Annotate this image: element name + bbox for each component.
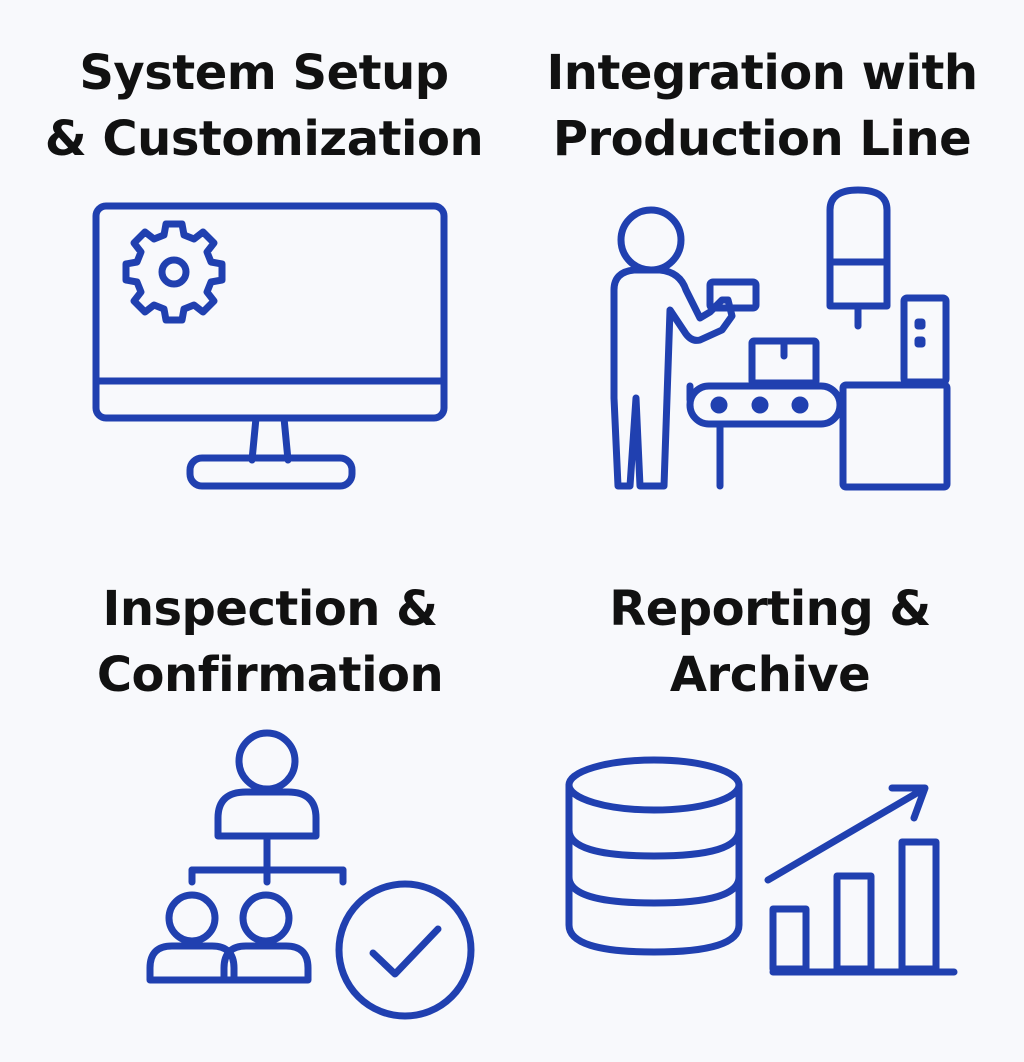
database-icon — [565, 756, 743, 956]
panel-title-line: Reporting & — [609, 581, 931, 637]
panel-title: System Setup & Customization — [8, 40, 520, 172]
panel-title-line: Archive — [669, 647, 871, 703]
worker-conveyor-icon — [610, 186, 951, 491]
control-cabinet-icon — [839, 381, 951, 491]
panel-title-line: Inspection & — [102, 581, 438, 637]
panel-title: Reporting & Archive — [514, 576, 1024, 708]
trend-arrow-icon — [764, 784, 929, 884]
panel-title-line: Integration with — [546, 45, 978, 101]
panel-title: Inspection & Confirmation — [14, 576, 526, 708]
database-chart-icon — [565, 756, 958, 976]
panel-title-line: & Customization — [44, 111, 484, 167]
bar-chart-icon — [769, 838, 958, 976]
panel-reporting: Reporting & Archive — [512, 531, 1024, 1062]
team-member-icon — [239, 891, 293, 945]
panel-inspection: Inspection & Confirmation — [0, 531, 512, 1062]
press-machine-icon — [826, 186, 891, 310]
worker-body-icon — [610, 266, 736, 490]
check-circle-icon — [335, 880, 475, 1020]
monitor-gear-icon — [92, 202, 448, 490]
manager-icon — [235, 729, 299, 793]
panel-system-setup: System Setup & Customization — [0, 0, 512, 531]
panel-title: Integration with Production Line — [506, 40, 1018, 172]
panel-title-line: System Setup — [79, 45, 449, 101]
worker-head-icon — [617, 206, 685, 274]
team-member-icon — [165, 891, 219, 945]
panel-title-line: Production Line — [552, 111, 972, 167]
team-check-icon — [146, 729, 475, 1020]
panel-integration: Integration with Production Line — [512, 0, 1024, 531]
panel-title-line: Confirmation — [96, 647, 444, 703]
checkmark-icon — [369, 925, 442, 978]
